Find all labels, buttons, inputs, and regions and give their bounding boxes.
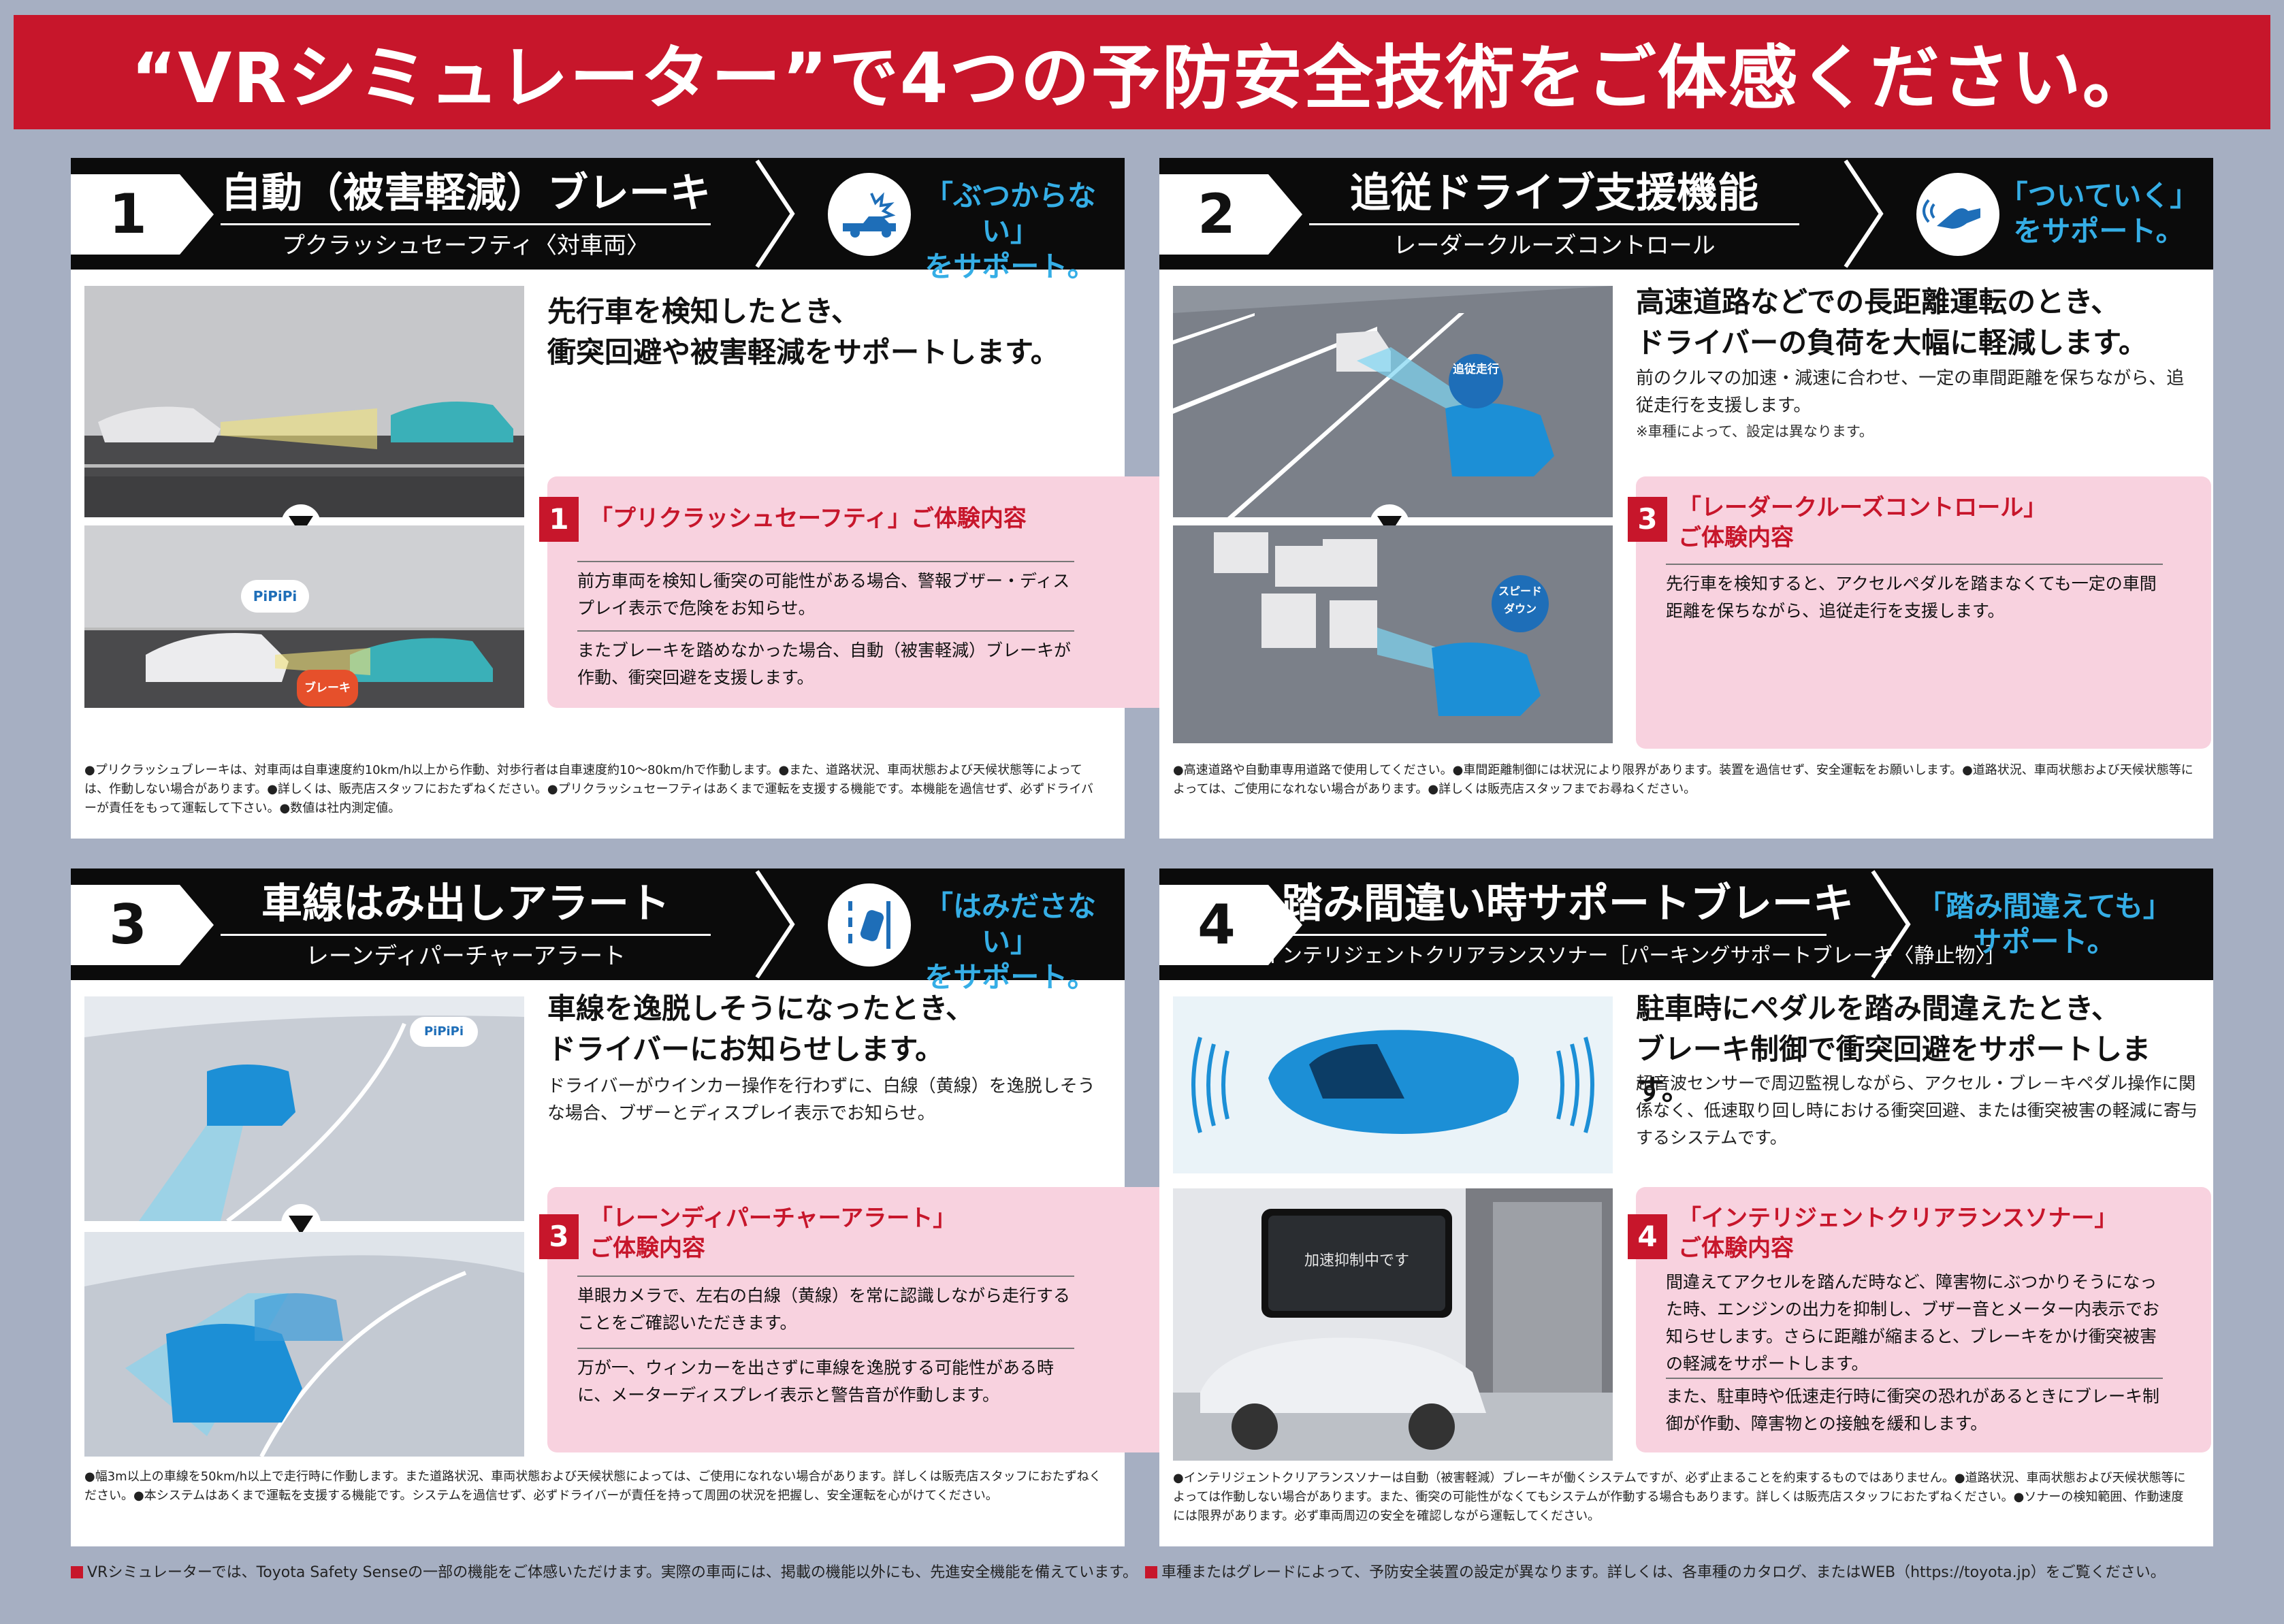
feature-tagline: 「はみださない」 をサポート。 xyxy=(924,890,1096,994)
experience-text: 間違えてアクセルを踏んだ時など、障害物にぶつかりそうになった時、エンジンの出力を… xyxy=(1666,1272,2160,1374)
feature-number-badge: 4 xyxy=(1159,885,1308,965)
bottom-notes: VRシミュレーターでは、Toyota Safety Senseの一部の機能をご体… xyxy=(71,1563,2166,1583)
bottom-note-2: 車種またはグレードによって、予防安全装置の設定が異なります。詳しくは、各車種のカ… xyxy=(1161,1564,2166,1581)
divider xyxy=(1282,934,1827,936)
panel-footnote: ●高速道路や自動車専用道路で使用してください。●車間距離制御には状況により限界が… xyxy=(1173,763,2193,796)
panel-header: 2 追従ドライブ支援機能 レーダークルーズコントロール 「ついていく」 をサポー… xyxy=(1159,158,2213,270)
panel-header: 1 自動（被害軽減）ブレーキ プクラッシュセーフティ〈対車両〉 「ぶつからない」… xyxy=(71,158,1125,283)
feature-subtitle: プクラッシュセーフティ〈対車両〉 xyxy=(282,232,649,259)
experience-text: 単眼カメラで、左右の白線（黄線）を常に認識しながら走行することをご確認いただきま… xyxy=(577,1286,1071,1333)
feature-title: 踏み間違い時サポートブレーキ xyxy=(1282,880,1854,928)
scene-image-top: 追従走行 xyxy=(1173,286,1613,517)
scene-image-bottom: スピード ダウン xyxy=(1173,525,1613,743)
divider xyxy=(577,630,1074,632)
feature-number: 1 xyxy=(109,182,147,246)
experience-box: 4 「インテリジェントクリアランスソナー」 ご体験内容 間違えてアクセルを踏んだ… xyxy=(1628,1187,2211,1452)
experience-text: 先行車を検知すると、アクセルペダルを踏まなくても一定の車間距離を保ちながら、追従… xyxy=(1666,574,2157,621)
experience-number: 3 xyxy=(539,1214,579,1259)
red-square-bullet xyxy=(1144,1566,1157,1578)
speed-down-label: スピード ダウン xyxy=(1498,585,1542,615)
lane-departure-icon xyxy=(828,883,911,967)
panel-4: 4 踏み間違い時サポートブレーキ インテリジェントクリアランスソナー［パーキング… xyxy=(1159,868,2213,1546)
feature-subtitle: レーンディパーチャーアラート xyxy=(305,943,626,970)
radar-hand-icon xyxy=(1916,173,1999,256)
experience-text: 前方車両を検知し衝突の可能性がある場合、警報ブザー・ディスプレイ表示で危険をお知… xyxy=(577,571,1070,618)
feature-tagline: 「ぶつからない」 をサポート。 xyxy=(924,179,1096,283)
display-message: 加速抑制中です xyxy=(1304,1252,1409,1269)
experience-number: 3 xyxy=(1628,497,1667,542)
experience-box: 1 「プリクラッシュセーフティ」ご体験内容 前方車両を検知し衝突の可能性がある場… xyxy=(539,476,1177,708)
divider xyxy=(577,1348,1074,1349)
experience-box: 3 「レーンディパーチャーアラート」 ご体験内容 単眼カメラで、左右の白線（黄線… xyxy=(539,1187,1177,1452)
panel-footnote: ●幅3m以上の車線を50km/h以上で走行時に作動します。また道路状況、車両状態… xyxy=(84,1469,1101,1503)
bottom-note-1: VRシミュレーターでは、Toyota Safety Senseの一部の機能をご体… xyxy=(87,1564,1138,1581)
panel-3: 3 車線はみ出しアラート レーンディパーチャーアラート 「はみださない」 をサポ… xyxy=(71,868,1177,1546)
experience-text: 万が一、ウィンカーを出さずに車線を逸脱する可能性がある時に、メーターディスプレイ… xyxy=(577,1358,1055,1405)
panel-header: 3 車線はみ出しアラート レーンディパーチャーアラート 「はみださない」 をサポ… xyxy=(71,868,1125,994)
experience-text: またブレーキを踏めなかった場合、自動（被害軽減）ブレーキが作動、衝突回避を支援し… xyxy=(577,640,1072,687)
red-square-bullet xyxy=(71,1566,83,1578)
feature-note: ※車種によって、設定は異なります。 xyxy=(1636,423,1873,440)
feature-description: 前のクルマの加速・減速に合わせ、一定の車間距離を保ちながら、追従走行を支援します… xyxy=(1636,368,2185,416)
feature-description: ドライバーがウインカー操作を行わずに、白線（黄線）を逸脱しそうな場合、ブザーとデ… xyxy=(547,1076,1095,1124)
experience-title: 「プリクラッシュセーフティ」ご体験内容 xyxy=(590,505,1027,532)
divider xyxy=(221,223,711,225)
feature-lead: 高速道路などでの長距離運転のとき、 ドライバーの負荷を大幅に軽減します。 xyxy=(1636,285,2147,359)
feature-lead: 先行車を検知したとき、 衝突回避や被害軽減をサポートします。 xyxy=(547,295,1059,369)
scene-image-bottom xyxy=(84,1232,524,1457)
scene-image-top xyxy=(84,286,524,517)
feature-tagline: 「踏み間違えても」 サポート。 xyxy=(1917,890,2172,958)
divider xyxy=(1666,1378,2163,1379)
feature-subtitle: インテリジェントクリアランスソナー［パーキングサポートブレーキ〈静止物〉］ xyxy=(1261,944,2006,968)
feature-number-badge: 1 xyxy=(71,174,219,255)
feature-title: 自動（被害軽減）ブレーキ xyxy=(221,169,711,217)
feature-title: 車線はみ出しアラート xyxy=(261,880,670,928)
scene-image-bottom: PiPiPi ブレーキ xyxy=(84,525,524,708)
feature-title: 追従ドライブ支援機能 xyxy=(1350,169,1758,217)
feature-number-badge: 3 xyxy=(71,885,219,965)
experience-title: 「インテリジェントクリアランスソナー」 ご体験内容 xyxy=(1678,1205,2118,1262)
feature-description: 超音波センサーで周辺監視しながら、アクセル・ブレ－キペダル操作に関係なく、低速取… xyxy=(1636,1073,2198,1148)
feature-lead: 駐車時にペダルを踏み間違えたとき、 ブレーキ制御で衝突回避をサポートします。 xyxy=(1636,992,2151,1107)
panel-footnote: ●プリクラッシュブレーキは、対車両は自車速度約10km/h以上から作動、対歩行者… xyxy=(84,763,1094,815)
feature-number-badge: 2 xyxy=(1159,174,1308,255)
divider xyxy=(577,1276,1074,1277)
divider xyxy=(577,561,1074,562)
experience-number: 4 xyxy=(1628,1214,1667,1259)
chevron-right-icon xyxy=(1844,159,1884,268)
warning-bubble: PiPiPi xyxy=(241,580,309,613)
chevron-right-icon xyxy=(1871,870,1911,979)
feature-tagline: 「ついていく」 をサポート。 xyxy=(1999,179,2199,248)
scene-image-top: PiPiPi xyxy=(84,996,524,1221)
chevron-right-icon xyxy=(755,159,795,268)
divider xyxy=(221,934,711,936)
chevron-right-icon xyxy=(755,870,795,979)
panel-header: 4 踏み間違い時サポートブレーキ インテリジェントクリアランスソナー［パーキング… xyxy=(1159,868,2213,980)
collision-car-icon xyxy=(828,173,911,256)
feature-subtitle: レーダークルーズコントロール xyxy=(1393,232,1716,259)
feature-number: 4 xyxy=(1197,893,1236,956)
experience-title: 「レーダークルーズコントロール」 ご体験内容 xyxy=(1678,494,2047,551)
page-title: “VRシミュレーター”で4つの予防安全技術をご体感ください。 xyxy=(131,37,2153,119)
feature-number: 3 xyxy=(109,893,147,956)
experience-box: 3 「レーダークルーズコントロール」 ご体験内容 先行車を検知すると、アクセルペ… xyxy=(1628,476,2211,749)
page-banner: “VRシミュレーター”で4つの予防安全技術をご体感ください。 xyxy=(14,15,2270,129)
warning-bubble: PiPiPi xyxy=(410,1017,478,1047)
experience-number: 1 xyxy=(539,497,579,542)
scene-image-bottom: 加速抑制中です xyxy=(1173,1188,1613,1461)
follow-label: 追従走行 xyxy=(1453,363,1499,376)
experience-title: 「レーンディパーチャーアラート」 ご体験内容 xyxy=(590,1205,956,1262)
panel-footnote: ●インテリジェントクリアランスソナーは自動（被害軽減）ブレーキが働くシステムです… xyxy=(1173,1471,2186,1523)
panel-1: 1 自動（被害軽減）ブレーキ プクラッシュセーフティ〈対車両〉 「ぶつからない」… xyxy=(71,158,1177,839)
panel-2: 2 追従ドライブ支援機能 レーダークルーズコントロール 「ついていく」 をサポー… xyxy=(1159,158,2213,839)
experience-text: また、駐車時や低速走行時に衝突の恐れがあるときにブレーキ制御が作動、障害物との接… xyxy=(1666,1386,2160,1433)
brake-burst-label: ブレーキ xyxy=(297,670,358,707)
feature-lead: 車線を逸脱しそうになったとき、 ドライバーにお知らせします。 xyxy=(547,992,975,1066)
divider xyxy=(1666,564,2163,565)
feature-number: 2 xyxy=(1197,182,1236,246)
scene-image-top xyxy=(1173,996,1613,1173)
divider xyxy=(1309,223,1799,225)
